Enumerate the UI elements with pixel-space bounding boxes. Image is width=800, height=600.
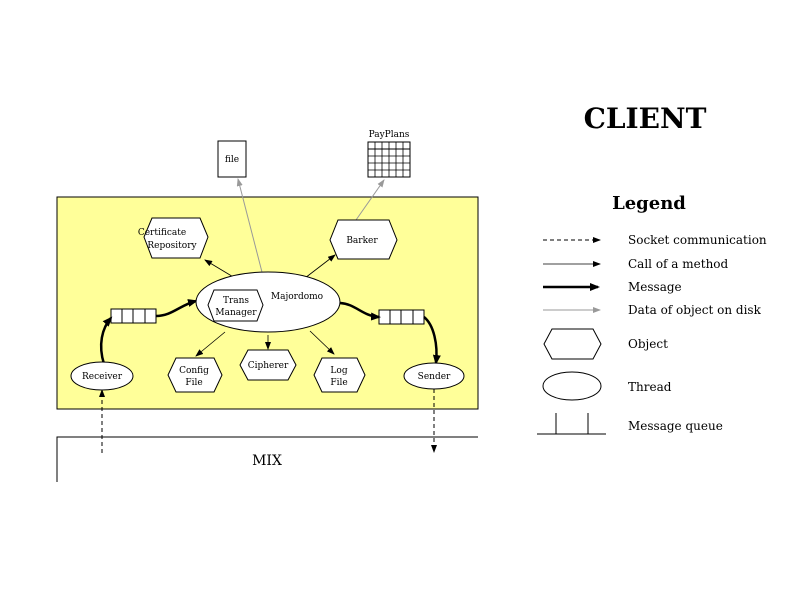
- log-file-label-1: Log: [330, 366, 347, 376]
- sender-thread: Sender: [403, 362, 465, 390]
- barker-label: Barker: [346, 236, 378, 246]
- cipherer-object: Cipherer: [239, 349, 297, 381]
- legend-queue-label: Message queue: [628, 419, 723, 433]
- config-file-label-2: File: [185, 378, 202, 388]
- certificate-repository-object: Certificate Repository: [138, 217, 209, 259]
- payplans-label: PayPlans: [369, 130, 410, 140]
- message-arrow-receiver-to-queue: [99, 316, 113, 365]
- file-document: file: [217, 140, 247, 178]
- legend-object-icon: [543, 328, 602, 360]
- trans-manager-object: Trans Manager: [207, 289, 264, 322]
- message-arrow-majordomo-to-queue: [339, 301, 381, 321]
- legend-message-label: Message: [628, 280, 682, 294]
- diagram-title: CLIENT: [584, 102, 707, 135]
- trans-manager-label-1: Trans: [223, 296, 249, 306]
- legend-socket-label: Socket communication: [628, 233, 767, 247]
- call-arrow-log: [309, 330, 335, 355]
- log-file-label-2: File: [330, 378, 347, 388]
- legend: Legend Socket communication Call of a me…: [537, 193, 767, 435]
- sender-label: Sender: [418, 372, 451, 382]
- mix-region: MIX: [56, 436, 478, 482]
- message-arrow-queue-to-sender: [423, 316, 441, 365]
- cipherer-label: Cipherer: [248, 361, 289, 371]
- cert-repo-label-1: Certificate: [138, 228, 186, 238]
- legend-title: Legend: [612, 193, 686, 214]
- legend-object-label: Object: [628, 337, 668, 351]
- barker-object: Barker: [329, 219, 398, 260]
- message-arrow-queue-to-majordomo: [155, 299, 198, 318]
- config-file-object: Config File: [167, 357, 223, 393]
- incoming-message-queue: [110, 308, 157, 324]
- legend-thread-label: Thread: [628, 380, 672, 394]
- legend-call-label: Call of a method: [628, 257, 729, 271]
- call-arrow-barker: [304, 254, 336, 279]
- payplans-table: PayPlans: [367, 130, 411, 178]
- mix-label: MIX: [252, 453, 282, 469]
- call-arrow-config: [195, 331, 226, 357]
- log-file-object: Log File: [313, 357, 366, 393]
- file-label: file: [225, 155, 239, 165]
- data-arrow-to-payplans: [355, 179, 385, 221]
- config-file-label-1: Config: [179, 366, 209, 376]
- trans-manager-label-2: Manager: [215, 308, 257, 318]
- receiver-label: Receiver: [82, 372, 123, 382]
- data-arrow-to-file: [236, 178, 264, 277]
- majordomo-label: Majordomo: [271, 292, 323, 302]
- legend-queue-icon: [537, 413, 606, 435]
- legend-thread-icon: [542, 371, 602, 401]
- cert-repo-label-2: Repository: [147, 241, 197, 251]
- outgoing-message-queue: [378, 309, 425, 325]
- legend-data-label: Data of object on disk: [628, 303, 762, 317]
- call-arrow-cert-repo: [204, 259, 236, 279]
- receiver-thread: Receiver: [70, 361, 134, 391]
